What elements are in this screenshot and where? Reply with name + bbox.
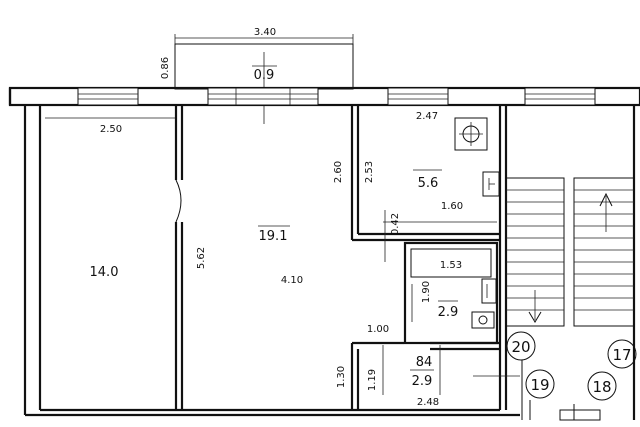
bathroom: 1.53 1.90 2.9 <box>403 241 499 345</box>
door-left-room <box>175 179 182 223</box>
toilet-icon <box>471 311 495 329</box>
kitchen-length-label: 2.53 <box>364 161 375 183</box>
hall-label-84: 84 <box>416 355 433 370</box>
hall-area-label: 2.9 <box>412 374 433 389</box>
kitchen: 2.47 2.53 5.6 1.60 <box>350 105 508 410</box>
kitchen-sink-icon <box>482 171 500 197</box>
stair-flight-left <box>505 177 565 327</box>
room-left-area-label: 14.0 <box>90 265 119 280</box>
window-stairwell <box>524 87 596 106</box>
corridor-width-label: 1.00 <box>367 324 389 335</box>
stair-flight-right <box>573 177 635 327</box>
bathtub-icon <box>410 248 492 278</box>
stair-landing-rail <box>559 409 601 421</box>
balcony-depth-label: 0.86 <box>160 57 171 79</box>
room-left: 2.50 14.0 <box>45 117 176 280</box>
apartment-number-17: 17 <box>607 339 637 369</box>
svg-text:20: 20 <box>511 338 530 356</box>
kitchen-width-label: 2.47 <box>416 111 438 122</box>
window-left-room <box>77 87 139 106</box>
svg-text:19: 19 <box>530 376 549 394</box>
svg-text:18: 18 <box>592 378 611 396</box>
stairwell: 20 17 19 18 <box>505 105 637 421</box>
entry-depth-label: 1.30 <box>336 366 347 388</box>
corridor-gap-label: 0.42 <box>390 213 401 235</box>
exterior-walls <box>8 86 640 417</box>
bathroom-length-label: 1.90 <box>421 281 432 303</box>
stair-down-arrow-icon <box>528 311 542 323</box>
room-main-length-label: 5.62 <box>196 247 207 269</box>
room-main-width-label: 4.10 <box>281 275 303 286</box>
window-main-room <box>207 87 319 106</box>
room-left-width-label: 2.50 <box>100 124 122 135</box>
windows <box>77 87 596 106</box>
kitchen-extra-dim-label: 1.60 <box>441 201 463 212</box>
room-main-area-label: 19.1 <box>259 229 288 244</box>
apartment-number-19: 19 <box>525 369 555 399</box>
bathroom-width-label: 1.53 <box>440 260 462 271</box>
balcony: 3.40 0.86 0.9 <box>160 27 354 124</box>
apartment-number-18: 18 <box>587 371 617 401</box>
kitchen-area-label: 5.6 <box>418 176 439 191</box>
main-kitchen-wall-dim-label: 2.60 <box>333 161 344 183</box>
corridor: 0.42 1.00 <box>367 210 401 335</box>
hall: 1.30 1.19 84 2.9 2.48 <box>336 341 520 410</box>
svg-text:17: 17 <box>612 346 631 364</box>
bathroom-area-label: 2.9 <box>438 305 459 320</box>
room-main: 19.1 4.10 5.62 2.60 <box>196 161 344 286</box>
hall-width-label: 2.48 <box>417 397 439 408</box>
hall-depth-label: 1.19 <box>367 369 378 391</box>
apartment-number-20: 20 <box>506 331 536 361</box>
stair-up-arrow-icon <box>599 192 613 207</box>
window-kitchen <box>387 87 449 106</box>
stove-icon <box>454 117 488 151</box>
partition-left-main <box>174 105 184 410</box>
washbasin-icon <box>481 278 497 304</box>
balcony-width-label: 3.40 <box>254 27 276 38</box>
